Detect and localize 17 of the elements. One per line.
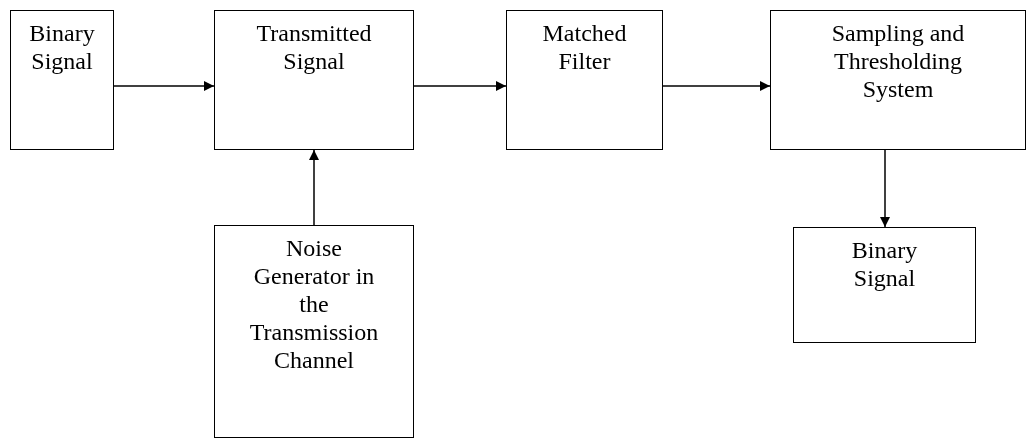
box-label: Noise Generator in the Transmission Channel (248, 234, 380, 374)
arrow (113, 81, 215, 91)
box-label: Binary Signal (850, 236, 919, 292)
process-box (10, 10, 114, 150)
box-label: Binary Signal (28, 19, 96, 75)
process-box (793, 227, 976, 343)
box-label: Sampling and Thresholding System (830, 19, 966, 103)
arrow (662, 81, 771, 91)
box-label: Transmitted Signal (255, 19, 373, 75)
process-box (214, 10, 414, 150)
process-box (770, 10, 1026, 150)
arrow (880, 149, 890, 228)
process-box (506, 10, 663, 150)
box-label: Matched Filter (541, 19, 628, 75)
process-box (214, 225, 414, 438)
arrow (309, 149, 319, 226)
arrow (413, 81, 507, 91)
